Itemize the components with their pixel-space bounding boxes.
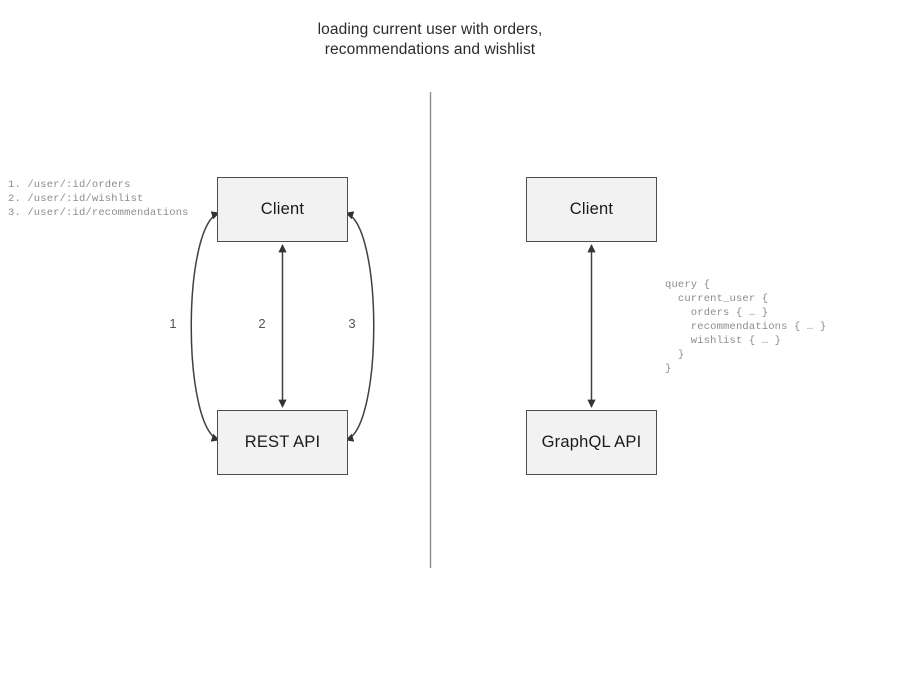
node-graphql-api[interactable]: GraphQL API — [526, 410, 657, 475]
rest-edge-1-path — [190, 211, 220, 442]
graphql-query-block: query { current_user { orders { … } reco… — [665, 279, 827, 375]
node-client-graphql[interactable]: Client — [526, 177, 657, 242]
node-client-rest[interactable]: Client — [217, 177, 348, 242]
rest-edge-3-path — [345, 211, 375, 442]
edge-label-2: 2 — [258, 316, 266, 331]
edge-label-1: 1 — [169, 316, 177, 331]
rest-endpoint-legend: 1. /user/:id/orders 2. /user/:id/wishlis… — [8, 179, 189, 219]
node-rest-api[interactable]: REST API — [217, 410, 348, 475]
diagram-title: loading current user with orders, recomm… — [317, 21, 543, 58]
edge-label-3: 3 — [348, 316, 356, 331]
